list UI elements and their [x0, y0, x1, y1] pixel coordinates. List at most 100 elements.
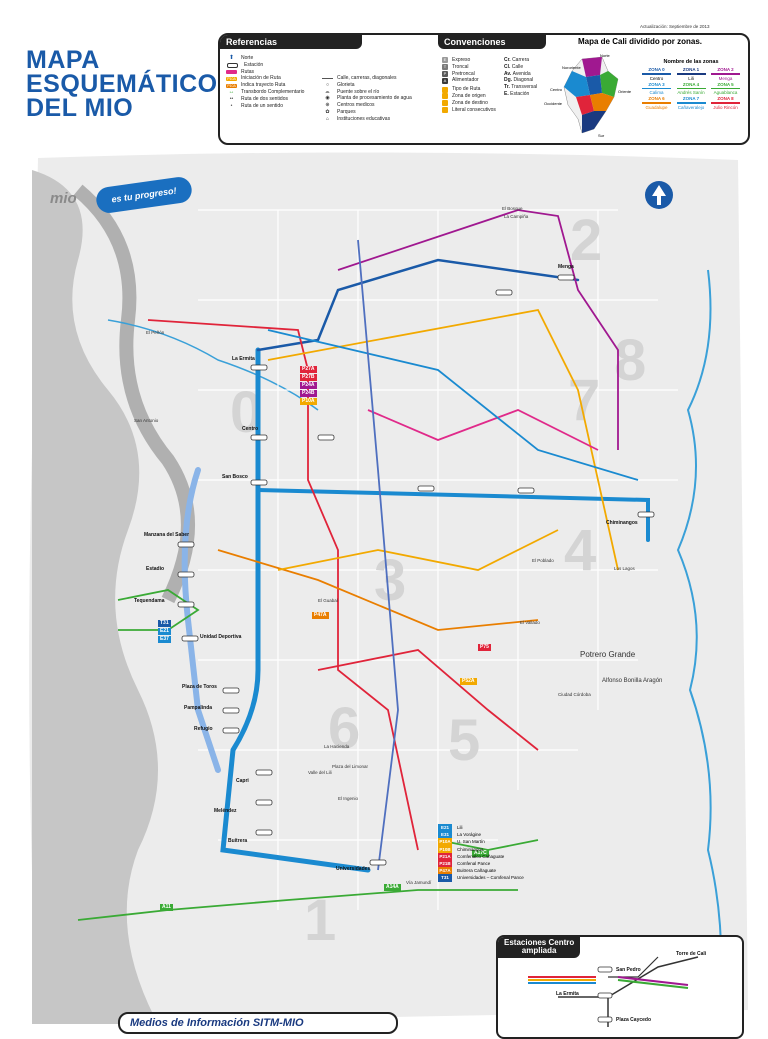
trunk-line-south	[220, 347, 371, 873]
route-tag[interactable]: T31	[158, 620, 171, 627]
roundabout-icon: ○	[325, 81, 330, 88]
station-label[interactable]: Meléndez	[214, 808, 237, 814]
route-map[interactable]: 0 1 2 3 4 5 6 7 8	[18, 150, 758, 1024]
route-tag[interactable]: A11	[160, 904, 173, 911]
route-tag[interactable]: P52A	[460, 678, 477, 685]
title-line-2: ESQUEMÁTICO	[26, 70, 218, 98]
station-icon	[227, 62, 238, 68]
station-marker	[181, 635, 199, 642]
place-label: El Vallado	[520, 620, 540, 625]
mio-brand-logo: mio	[50, 190, 77, 207]
street-icon	[322, 77, 333, 79]
school-icon: ⌂	[325, 115, 330, 122]
legend-item: ⌓Puente sobre el río	[322, 89, 412, 96]
legend-item: ◉Planta de procesamiento de agua	[322, 95, 411, 102]
route-p24	[337, 209, 619, 450]
route-tag[interactable]: E21	[158, 628, 171, 635]
legend-item: ⬆Norte	[226, 55, 304, 62]
route-tag[interactable]: P47A	[312, 612, 329, 619]
inset-title: Estaciones Centro ampliada	[498, 937, 581, 958]
route-p47	[217, 549, 539, 631]
station-label[interactable]: Centro	[242, 426, 259, 432]
route-tag[interactable]: P10A	[300, 398, 317, 405]
station-label[interactable]: Buitrera	[228, 838, 248, 844]
route-a11	[77, 889, 518, 921]
station-label[interactable]: La Ermita	[232, 356, 255, 362]
zones-map-label: Oriente	[618, 89, 632, 94]
legend-item: ○Glorieta	[322, 82, 412, 89]
legend-item: Rutas	[226, 69, 304, 76]
station-label[interactable]: Manzana del Saber	[144, 532, 190, 538]
zones-map-label: Nororiente	[562, 65, 581, 70]
station-label[interactable]: Unidad Deportiva	[200, 634, 242, 640]
zone-number-8: 8	[614, 328, 646, 393]
legend-referencias-header: Referencias	[220, 35, 362, 49]
station-label[interactable]: Pampalinda	[184, 705, 213, 711]
place-label: Plaza del Limonar	[332, 764, 369, 769]
update-date: Actualización: Septiembre de 2013	[640, 24, 710, 29]
legend-item: ⌂Instituciones educativas	[322, 116, 412, 123]
cauca-river	[676, 269, 723, 1024]
route-tag[interactable]: P24A	[300, 382, 317, 389]
station-label[interactable]: Capri	[236, 778, 249, 784]
station-label[interactable]: Refugio	[194, 726, 213, 732]
legend-item: •Ruta de un sentido	[226, 103, 304, 110]
legend-item: ⊕Centros medicos	[322, 102, 412, 109]
station-marker	[250, 434, 268, 441]
route-tag[interactable]: A17C	[472, 850, 489, 857]
map-canvas[interactable]: 0 1 2 3 4 5 6 7 8	[18, 150, 758, 1024]
route-tag[interactable]: P27A	[300, 366, 317, 373]
route-tag[interactable]: P75	[478, 644, 491, 651]
title-line-1: MAPA	[26, 46, 100, 74]
inset-centro-panel: Estaciones Centro ampliada La Ermita San…	[496, 935, 744, 1039]
station-label[interactable]: Estadio	[146, 566, 165, 572]
pretroncal-tag: P	[442, 70, 448, 77]
station-label[interactable]: Chiminangos	[606, 520, 638, 526]
legend-item: ✿Parques	[322, 109, 412, 116]
station-marker	[557, 274, 575, 281]
trunk-line-center	[181, 467, 221, 773]
station-marker	[255, 829, 273, 836]
media-info-banner[interactable]: Medios de Información SITM-MIO	[118, 1012, 398, 1034]
station-label[interactable]: Plaza de Toros	[182, 684, 217, 690]
bridge-icon: ⌓	[325, 88, 330, 95]
station-label[interactable]: Menga	[558, 264, 574, 270]
pretroncal-routes	[77, 209, 639, 921]
station-marker	[417, 485, 435, 492]
route-start-icon: P10A	[226, 76, 237, 81]
station-marker	[250, 364, 268, 371]
route-tag[interactable]: A14A	[384, 884, 401, 891]
inset-station-label: Torre de Cali	[676, 951, 707, 957]
station-label[interactable]: San Bosco	[222, 474, 248, 480]
station-marker	[177, 571, 195, 578]
troncal-tag: T	[442, 64, 448, 71]
zone-number-4: 4	[564, 518, 596, 583]
station-label[interactable]: Universidades	[336, 866, 371, 872]
station-label[interactable]: Tequendama	[134, 598, 165, 604]
station-marker	[517, 487, 535, 494]
route-tag[interactable]: E37	[158, 636, 171, 643]
zone-number-6: 6	[328, 696, 360, 761]
route-e21	[267, 329, 639, 481]
route-tag[interactable]: P24B	[300, 390, 317, 397]
route-tag[interactable]: P27B	[300, 374, 317, 381]
trunk-routes	[181, 258, 650, 873]
